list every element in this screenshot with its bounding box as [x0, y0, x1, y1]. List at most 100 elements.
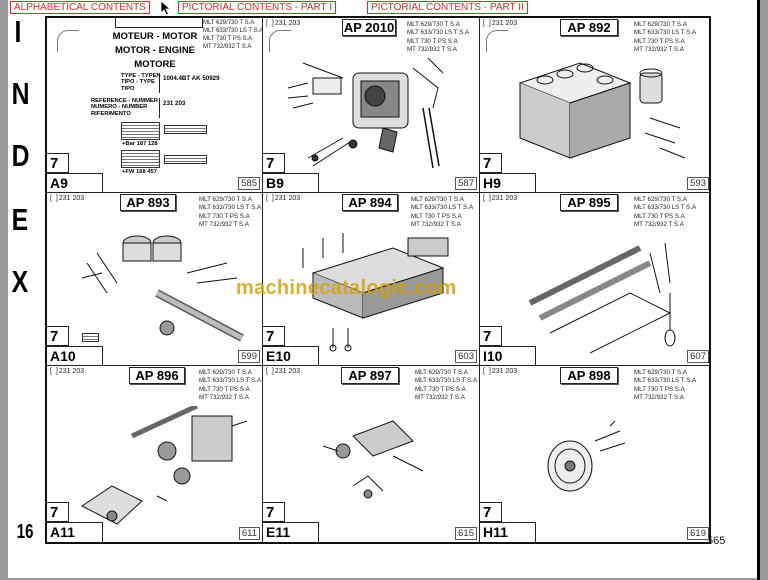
reference-tag: [ ]231 203 [266, 20, 301, 27]
bracket-icon: [ ] [483, 368, 492, 375]
grid-cell-a10[interactable]: [ ]231 203 AP 893 MLT 629/730 T S.A MLT … [47, 193, 263, 366]
cover-title-line-3: MOTORE [134, 59, 176, 70]
group-number: 7 [47, 326, 69, 346]
reference-tag: [ ]231 203 [50, 368, 85, 375]
arc-mark [57, 30, 79, 52]
page-number: 565 [707, 535, 726, 547]
cover-header-box [115, 18, 203, 28]
page-ref-link[interactable]: 619 [687, 527, 709, 540]
small-code-1: +Bar 187 128 [122, 141, 158, 147]
section-number: 16 [16, 521, 34, 543]
bracket-icon: [ ] [50, 195, 59, 202]
engine-exploded-drawing [287, 57, 444, 169]
reference-tag: [ ]231 203 [266, 195, 301, 202]
section-code-link[interactable]: H11 [480, 522, 536, 542]
group-number: 7 [263, 502, 285, 522]
reference-tag: [ ]231 203 [483, 20, 518, 27]
cylinder-block-drawing [518, 62, 686, 159]
section-code-link[interactable]: I10 [480, 346, 536, 365]
group-number: 7 [480, 326, 502, 346]
page-ref-link[interactable]: 611 [238, 527, 260, 540]
section-code-link[interactable]: E11 [263, 522, 319, 542]
model-list: MLT 629/730 T S.A MLT 633/730 LS T S.A M… [407, 21, 470, 53]
crankshaft-pistons-drawing [81, 235, 244, 342]
label-sticker-1 [121, 122, 160, 140]
ap-title: AP 895 [560, 194, 618, 211]
model-list: MLT 629/730 T S.A MLT 633/730 LS T S.A M… [415, 369, 478, 401]
ap-title: AP 893 [120, 194, 176, 211]
reference-value: 231 203 [159, 98, 185, 118]
bracket-icon: [ ] [50, 368, 59, 375]
section-code-link[interactable]: A11 [47, 522, 103, 542]
page-ref-link[interactable]: 585 [238, 177, 260, 190]
model-list: MLT 629/730 T S.A MLT 633/730 LS T S.A M… [199, 369, 262, 401]
page-ref-link[interactable]: 587 [455, 177, 477, 190]
section-code-link[interactable]: H9 [480, 173, 536, 192]
index-letter-e: E [11, 202, 29, 237]
camshaft-valve-train-drawing [528, 242, 676, 353]
flywheel-drawing [547, 421, 626, 492]
bracket-icon: [ ] [266, 20, 275, 27]
model-list: MLT 629/730 T S.A MLT 633/730 LS T S.A M… [199, 196, 262, 228]
arc-mark [269, 30, 291, 52]
ap-title: AP 897 [341, 367, 399, 384]
section-code-link[interactable]: B9 [263, 173, 319, 192]
cylinder-head-drawing [302, 233, 449, 352]
page-ref-link[interactable]: 615 [455, 527, 477, 540]
grid-cell-a9[interactable]: MOTEUR - MOTOR MOTOR - ENGINE MOTORE MLT… [47, 18, 263, 193]
grid-cell-h11[interactable]: [ ]231 203 AP 898 MLT 629/730 T S.A MLT … [480, 366, 711, 542]
section-code-link[interactable]: A10 [47, 346, 103, 365]
mouse-pointer-icon [160, 0, 172, 16]
group-number: 7 [47, 153, 69, 173]
index-letter-d: D [11, 138, 30, 173]
index-letter-i: I [14, 14, 22, 49]
small-code-2: +FW 168 457 [122, 169, 157, 175]
label-sticker [82, 333, 99, 342]
grid-cell-b9[interactable]: [ ]231 203 AP 2010 MLT 629/730 T S.A MLT… [263, 18, 480, 193]
page-ref-link[interactable]: 607 [687, 350, 709, 363]
grid-cell-e11[interactable]: [ ]231 203 AP 897 MLT 629/730 T S.A MLT … [263, 366, 480, 542]
nav-pictorial-contents-part-1[interactable]: PICTORIAL CONTENTS - PART I [178, 1, 337, 14]
reference-tag: [ ]231 203 [266, 368, 301, 375]
label-sticker-4 [164, 155, 207, 164]
nav-pictorial-contents-part-2[interactable]: PICTORIAL CONTENTS - PART II [367, 1, 528, 14]
label-sticker-3 [121, 150, 160, 168]
timing-gear-cover-drawing [81, 406, 248, 525]
grid-cell-e10[interactable]: [ ]231 203 AP 894 MLT 629/730 T S.A MLT … [263, 193, 480, 366]
section-code-link[interactable]: E10 [263, 346, 319, 365]
model-list: MLT 629/730 T S.A MLT 633/730 LS T S.A M… [634, 21, 697, 53]
ap-title: AP 894 [342, 194, 398, 211]
cover-title-line-2: MOTOR - ENGINE [114, 45, 196, 56]
section-code-link[interactable]: A9 [47, 173, 103, 192]
page-ref-link[interactable]: 593 [687, 177, 709, 190]
bracket-icon: [ ] [266, 195, 275, 202]
pictorial-index-grid: MOTEUR - MOTOR MOTOR - ENGINE MOTORE MLT… [45, 16, 711, 544]
bracket-icon: [ ] [266, 368, 275, 375]
index-letter-n: N [11, 76, 30, 111]
model-list: MLT 629/730 T S.A MLT 633/730 LS T S.A M… [411, 196, 474, 228]
index-letter-x: X [11, 264, 29, 299]
group-number: 7 [480, 502, 502, 522]
group-number: 7 [263, 153, 285, 173]
ap-title: AP 2010 [342, 19, 396, 36]
group-number: 7 [263, 326, 285, 346]
type-value: 1004.4BT AK 50929 [159, 73, 220, 93]
group-number: 7 [47, 502, 69, 522]
reference-tag: [ ]231 203 [50, 195, 85, 202]
group-number: 7 [480, 153, 502, 173]
reference-tag: [ ]231 203 [483, 368, 518, 375]
reference-tag: [ ]231 203 [483, 195, 518, 202]
ap-title: AP 896 [129, 367, 185, 384]
grid-cell-h9[interactable]: [ ]231 203 AP 892 MLT 629/730 T S.A MLT … [480, 18, 711, 193]
page-ref-link[interactable]: 603 [455, 350, 477, 363]
bracket-icon: [ ] [483, 20, 492, 27]
page-ref-link[interactable]: 599 [238, 350, 260, 363]
type-label: TYPE - TYPEN TIPO - TYPE TIPO [121, 73, 161, 92]
ap-title: AP 892 [560, 19, 618, 36]
grid-cell-a11[interactable]: [ ]231 203 AP 896 MLT 629/730 T S.A MLT … [47, 366, 263, 542]
reference-label: REFERENCE - NUMMER NUMERO - NUMBER RIFER… [91, 98, 158, 117]
nav-alphabetical-contents[interactable]: ALPHABETICAL CONTENTS [10, 1, 150, 14]
grid-cell-i10[interactable]: [ ]231 203 AP 895 MLT 629/730 T S.A MLT … [480, 193, 711, 366]
arc-mark [486, 30, 508, 52]
model-list: MLT 629/730 T S.A MLT 633/730 LS T S.A M… [203, 20, 263, 50]
